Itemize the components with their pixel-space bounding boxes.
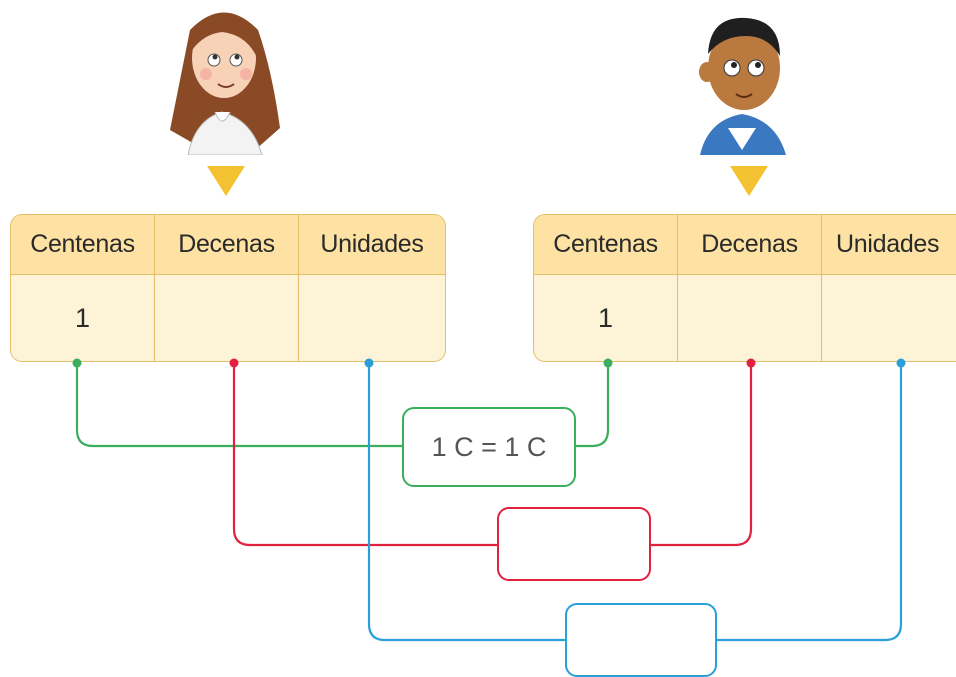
left-value-decenas[interactable] — [155, 275, 299, 361]
left-header-unidades: Unidades — [299, 215, 445, 275]
right-arrow-down-icon — [730, 166, 768, 196]
right-value-decenas[interactable] — [678, 275, 822, 361]
unidades-connector — [367, 363, 565, 642]
centenas-connector-right — [574, 363, 610, 448]
right-value-unidades[interactable] — [822, 275, 956, 361]
right-header-centenas: Centenas — [534, 215, 678, 275]
left-header-centenas: Centenas — [11, 215, 155, 275]
right-header-unidades: Unidades — [822, 215, 956, 275]
unidades-comparison-box[interactable] — [565, 603, 717, 677]
dot-left-decenas — [229, 358, 239, 368]
centenas-comparison-box[interactable]: 1 C = 1 C — [402, 407, 576, 487]
dot-left-unidades — [364, 358, 374, 368]
left-value-centenas[interactable]: 1 — [11, 275, 155, 361]
left-arrow-down-icon — [207, 166, 245, 196]
boy-character-icon — [699, 17, 786, 155]
dot-right-unidades — [896, 358, 906, 368]
centenas-connector — [75, 363, 402, 448]
decenas-connector — [232, 363, 497, 547]
right-place-value-table: Centenas Decenas Unidades 1 — [533, 214, 956, 362]
left-place-value-table: Centenas Decenas Unidades 1 — [10, 214, 446, 362]
left-value-unidades[interactable] — [299, 275, 445, 361]
girl-character-icon — [170, 12, 280, 155]
dot-right-centenas — [603, 358, 613, 368]
right-value-centenas[interactable]: 1 — [534, 275, 678, 361]
decenas-connector-right — [647, 363, 753, 547]
right-header-decenas: Decenas — [678, 215, 822, 275]
left-header-decenas: Decenas — [155, 215, 299, 275]
unidades-connector-right — [714, 363, 903, 642]
dot-left-centenas — [72, 358, 82, 368]
decenas-comparison-box[interactable] — [497, 507, 651, 581]
dot-right-decenas — [746, 358, 756, 368]
